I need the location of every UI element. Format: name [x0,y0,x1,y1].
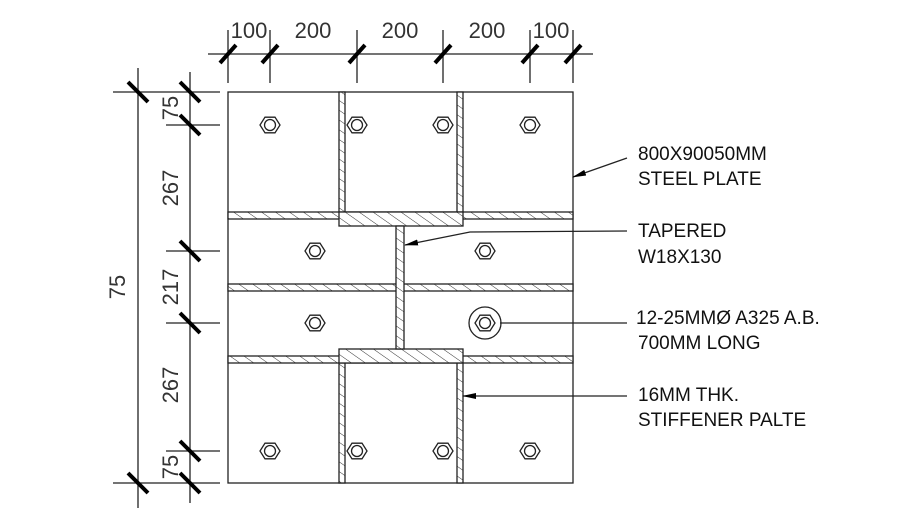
label-stiffener-thk: 16MM THK. [638,385,739,406]
dim-left-1: 75 [158,96,183,120]
dim-top-2: 200 [295,18,332,43]
bolt-nut-icon [474,242,496,260]
dim-top-5: 100 [533,18,570,43]
bolt-nut-icon [346,116,368,134]
bolt-nut-icon [259,442,281,460]
top-dimension-line [208,30,593,83]
label-beam-type: TAPERED [638,221,726,242]
label-stiffener-name: STIFFENER PALTE [638,410,806,431]
leader-lines [404,157,628,399]
anchor-bolts [259,116,541,460]
bolt-nut-icon [468,306,502,340]
bolt-nut-icon [304,314,326,332]
label-bolt-spec: 12-25MMØ A325 A.B. [636,308,820,329]
label-plate-size: 800X90050MM [638,144,767,165]
dim-top-3: 200 [382,18,419,43]
bolt-nut-icon [519,116,541,134]
label-bolt-length: 700MM LONG [638,333,760,354]
bolt-nut-icon [259,116,281,134]
dim-top-4: 200 [469,18,506,43]
dim-top-1: 100 [231,18,268,43]
label-plate-name: STEEL PLATE [638,169,762,190]
label-beam-size: W18X130 [638,247,721,268]
dim-left-3: 217 [158,269,183,306]
left-dimension-lines [113,68,220,508]
bolt-nut-icon [519,442,541,460]
dim-left-outer: 75 [105,275,130,299]
bolt-nut-icon [346,442,368,460]
bolt-nut-icon [432,442,454,460]
dim-left-5: 75 [158,455,183,479]
bolt-nut-icon [432,116,454,134]
dim-left-4: 267 [158,367,183,404]
dim-left-2: 267 [158,170,183,207]
tapered-beam-section [338,211,464,364]
bolt-nut-icon [304,242,326,260]
